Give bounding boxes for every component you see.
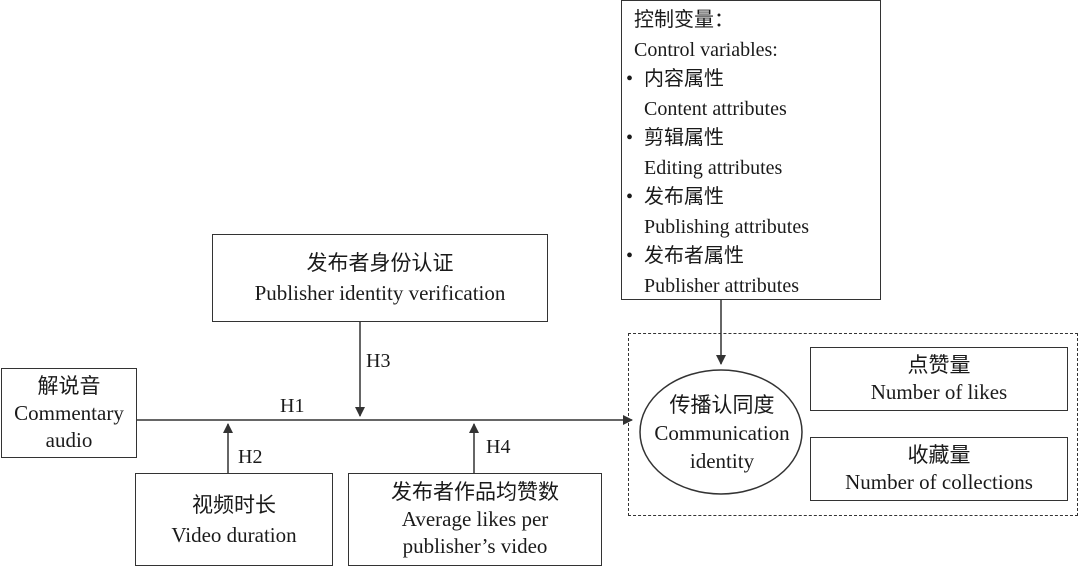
likes-en: Number of likes (870, 380, 1008, 404)
control-item-zh: 发布属性 (644, 186, 724, 208)
average-likes-zh: 发布者作品均赞数 (391, 480, 559, 504)
dependent-en-line1: Communication (654, 421, 790, 445)
collections-en: Number of collections (845, 470, 1033, 494)
dependent-ellipse (639, 369, 803, 495)
control-item-en: Publishing attributes (644, 215, 809, 238)
independent-zh: 解说音 (37, 373, 101, 398)
identity-verification-zh: 发布者身份认证 (306, 251, 454, 275)
bullet-icon: • (626, 245, 634, 267)
collections-measure-box: 收藏量 Number of collections (810, 437, 1068, 501)
h4-label: H4 (486, 436, 511, 458)
bullet-icon: • (626, 68, 634, 90)
average-likes-en-line2: publisher’s video (402, 534, 548, 558)
video-duration-zh: 视频时长 (192, 492, 276, 517)
control-variables-box: 控制变量： Control variables: • 内容属性 Content … (621, 0, 881, 300)
h3-label: H3 (366, 350, 391, 372)
identity-verification-en: Publisher identity verification (254, 281, 506, 305)
bullet-icon: • (626, 186, 634, 208)
h2-label: H2 (238, 446, 263, 468)
control-item-en: Publisher attributes (644, 274, 799, 297)
dependent-variable-label: 传播认同度 Communication identity (640, 383, 804, 483)
bullet-icon: • (626, 127, 634, 149)
control-item-zh: 剪辑属性 (644, 127, 724, 149)
control-item-zh: 发布者属性 (644, 245, 744, 267)
identity-verification-box: 发布者身份认证 Publisher identity verification (212, 234, 548, 322)
independent-variable-box: 解说音 Commentary audio (1, 368, 137, 458)
average-likes-box: 发布者作品均赞数 Average likes per publisher’s v… (348, 473, 602, 566)
likes-zh: 点赞量 (907, 353, 971, 377)
controls-title-en: Control variables: (634, 38, 778, 61)
dependent-variable-group (628, 333, 1078, 516)
average-likes-en-line1: Average likes per (401, 507, 549, 531)
likes-measure-box: 点赞量 Number of likes (810, 347, 1068, 411)
collections-zh: 收藏量 (907, 443, 971, 467)
video-duration-box: 视频时长 Video duration (135, 473, 333, 566)
controls-title-zh: 控制变量： (634, 9, 734, 31)
control-item-zh: 内容属性 (644, 68, 724, 90)
control-item-content: • 内容属性 (626, 65, 880, 95)
control-item-publisher: • 发布者属性 (626, 242, 880, 272)
video-duration-en: Video duration (171, 522, 297, 547)
control-item-editing: • 剪辑属性 (626, 124, 880, 154)
independent-en-line1: Commentary (14, 400, 124, 425)
control-item-en: Editing attributes (644, 156, 783, 179)
control-item-publishing: • 发布属性 (626, 183, 880, 213)
h1-label: H1 (280, 395, 305, 417)
independent-en-line2: audio (45, 427, 93, 452)
dependent-en-line2: identity (689, 449, 755, 473)
control-item-en: Content attributes (644, 97, 787, 120)
dependent-zh: 传播认同度 (669, 393, 775, 417)
